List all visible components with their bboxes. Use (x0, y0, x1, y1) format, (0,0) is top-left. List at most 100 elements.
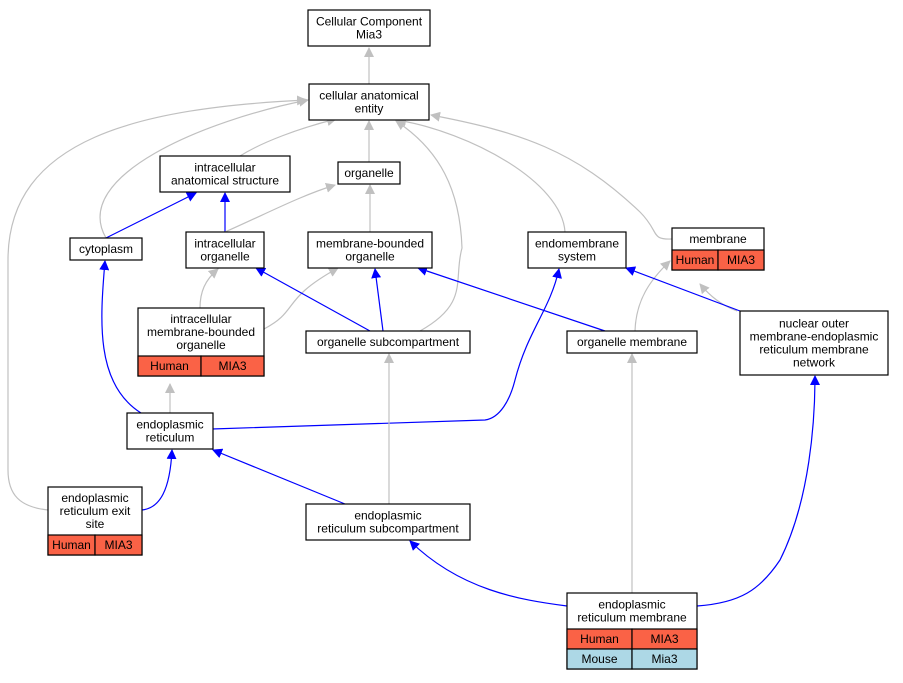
edge-nuclear-to-endo_sys (625, 266, 741, 312)
node-label-line: endomembrane (535, 237, 619, 251)
node-label-line: membrane-bounded (147, 325, 255, 339)
gene-cell (717, 249, 765, 271)
node-organelle[interactable]: organelle (337, 161, 401, 185)
node-frame (185, 231, 265, 269)
edge-nuclear-to-membrane (699, 283, 738, 312)
edge-er_exit-to-er (141, 449, 177, 511)
edge-org_mem-to-membrane (634, 260, 671, 332)
node-label-line: membrane (689, 232, 747, 246)
species-label: Human (150, 359, 189, 373)
gene-label: MIA3 (104, 538, 132, 552)
edge-cytoplasm-to-cae (99, 96, 309, 239)
gene-label: MIA3 (727, 253, 755, 267)
node-label-line: site (86, 517, 105, 531)
node-frame (305, 330, 471, 354)
node-label-line: cytoplasm (79, 242, 133, 256)
edge-ias-to-cae (239, 116, 337, 157)
edge-cytoplasm-to-ias (105, 192, 197, 239)
edge-er-to-cytoplasm (99, 260, 142, 414)
edge-org_mem-to-mbo (417, 266, 606, 332)
node-frame (527, 231, 627, 269)
node-label-line: anatomical structure (171, 174, 279, 188)
node-label-line: Cellular Component (316, 15, 423, 29)
node-frame (739, 310, 889, 376)
node-frame (337, 161, 401, 185)
node-label-line: reticulum exit (60, 504, 131, 518)
node-label-line: nuclear outer (779, 317, 849, 331)
node-label-line: reticulum subcompartment (317, 522, 459, 536)
node-label-line: endoplasmic (136, 418, 203, 432)
node-nuclear[interactable]: nuclear outermembrane-endoplasmicreticul… (739, 310, 889, 376)
node-frame (305, 503, 471, 541)
edge-endo_sys-to-cae (396, 116, 566, 233)
node-label-line: reticulum membrane (759, 343, 869, 357)
gene-cell (631, 648, 698, 670)
node-org-mem[interactable]: organelle membrane (566, 330, 698, 354)
node-label-line: organelle (176, 338, 226, 352)
node-frame (566, 330, 698, 354)
gene-cell (94, 534, 143, 556)
edge-er_mem-to-nuclear (696, 375, 820, 607)
edge-org_sub-to-io (255, 267, 371, 332)
node-frame (126, 412, 214, 450)
node-cytoplasm[interactable]: cytoplasm (69, 237, 143, 261)
node-label-line: organelle (345, 250, 395, 264)
edge-membrane-to-cae (430, 111, 673, 240)
gene-label: Mia3 (651, 652, 677, 666)
node-label-line: Mia3 (356, 28, 382, 42)
node-label-line: membrane-endoplasmic (750, 330, 879, 344)
node-org-sub[interactable]: organelle subcompartment (305, 330, 471, 354)
edge-imbo-to-mbo (263, 267, 339, 330)
edge-er-to-endo_sys (211, 268, 562, 430)
edge-io-to-organelle (224, 182, 336, 233)
gene-cell (200, 355, 265, 377)
node-frame (307, 9, 431, 47)
node-label-line: organelle subcompartment (317, 335, 460, 349)
node-label-line: intracellular (194, 161, 255, 175)
node-label-line: organelle membrane (577, 335, 687, 349)
node-label-line: endoplasmic (354, 509, 421, 523)
species-label: Human (580, 632, 619, 646)
node-frame (69, 237, 143, 261)
edge-er_mem-to-er_sub (409, 540, 568, 607)
node-label-line: organelle (344, 166, 394, 180)
node-label-line: reticulum membrane (577, 611, 687, 625)
species-label: Human (676, 253, 715, 267)
gene-label: MIA3 (218, 359, 246, 373)
edge-org_sub-to-mbo (371, 268, 384, 332)
edge-er_exit-to-cae (7, 95, 307, 511)
gene-label: MIA3 (650, 632, 678, 646)
node-label-line: cellular anatomical (319, 89, 418, 103)
node-imbo[interactable]: intracellularmembrane-boundedorganelleHu… (137, 307, 265, 377)
node-label-line: entity (355, 102, 384, 116)
node-label-line: membrane-bounded (316, 237, 424, 251)
edge-org_sub-to-cae (395, 120, 463, 332)
node-frame (159, 155, 291, 193)
node-label-line: reticulum (146, 431, 195, 445)
node-label-line: system (558, 250, 596, 264)
node-label-line: organelle (200, 250, 250, 264)
species-label: Human (52, 538, 91, 552)
edge-imbo-to-io (199, 268, 219, 309)
edges-layer (7, 47, 820, 607)
edge-er_sub-to-er (212, 448, 346, 505)
node-label-line: network (793, 356, 836, 370)
species-label: Mouse (581, 652, 617, 666)
node-label-line: intracellular (170, 312, 231, 326)
node-label-line: endoplasmic (598, 598, 665, 612)
node-frame (308, 83, 430, 121)
node-label-line: endoplasmic (61, 491, 128, 505)
